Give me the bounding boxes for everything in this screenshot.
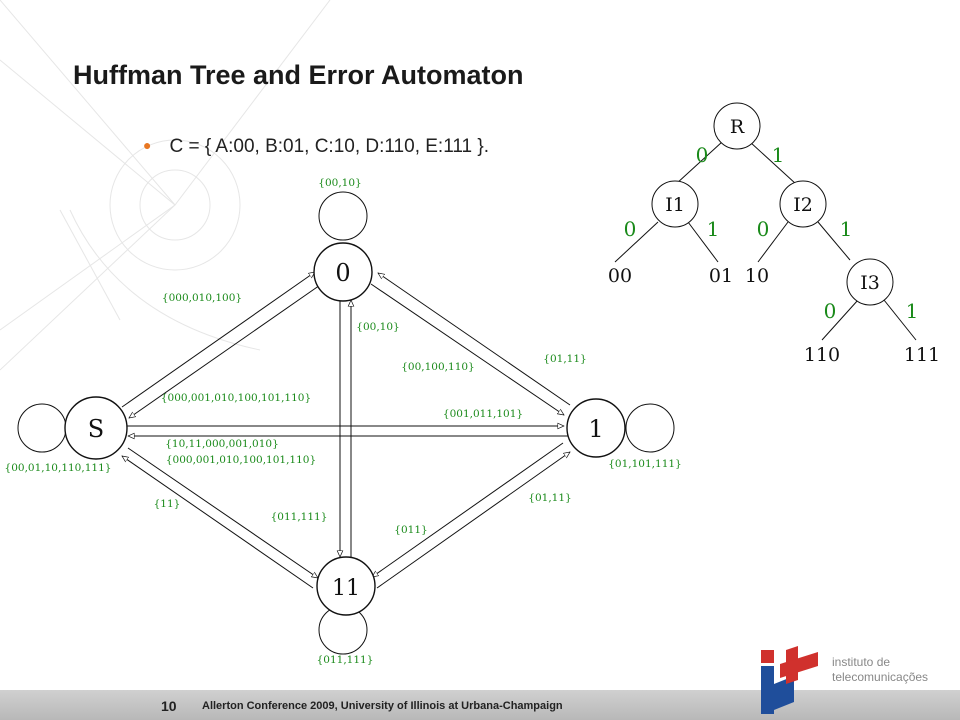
footer-bar [0,690,960,720]
branch-bit: 1 [906,299,919,323]
edge-11-to-1 [376,452,570,589]
bullet-text: C = { A:00, B:01, C:10, D:110, E:111 }. [169,136,489,157]
it-logo-icon [761,646,818,714]
edge-label: {00,01,10,110,111} [5,462,112,474]
tree-edge [687,221,719,263]
self-loop-S [17,403,67,453]
tree-node-R [713,102,761,150]
edge-0-to-S [129,282,324,418]
edge-label: {10,11,000,001,010} [165,438,279,450]
tree-edge [749,141,797,185]
tree-edge [614,221,659,263]
self-loop-0 [318,191,368,241]
state-1 [566,398,626,458]
huffman-tree [614,102,917,341]
code-definition-bullet: ● C = { A:00, B:01, C:10, D:110, E:111 }. [143,136,489,158]
tree-edge [757,221,789,263]
edge-label: {01,101,111} [608,458,681,470]
self-loop-1 [625,403,675,453]
edge-label: {00,10} [318,177,361,189]
tree-node-label: I2 [793,194,813,216]
tree-node-I2 [779,180,827,228]
tree-node-label: R [730,116,745,138]
page-number: 10 [161,698,177,714]
branch-bit: 1 [840,217,853,241]
edge-0-to-1 [370,283,564,415]
edge-1-to-11 [372,442,564,577]
edge-label: {11} [154,498,181,510]
tree-leaf: 10 [745,265,769,287]
state-label: 1 [588,415,603,443]
state-label: 0 [335,259,350,287]
edge-label: {011,111} [317,654,374,666]
edge-label: {011,111} [271,511,328,523]
tree-leaf: 110 [804,344,840,366]
tree-leaf: 01 [709,265,733,287]
branch-bit: 1 [772,143,785,167]
edge-label: {000,001,010,100,101,110} [161,392,311,404]
tree-node-label: I1 [665,194,685,216]
state-label: 11 [332,576,360,601]
edge-label: {01,11} [543,353,586,365]
edge-label: {01,11} [528,492,571,504]
logo-text-line2: telecomunicações [832,670,929,684]
edge-S-to-11 [127,447,318,578]
edge-label: {000,010,100} [162,292,242,304]
edge-S-to-0 [121,272,315,408]
logo-text-line1: instituto de [832,655,891,669]
tree-edge [883,299,917,341]
tree-node-label: I3 [860,272,880,294]
branch-bit: 0 [696,143,709,167]
state-S [64,396,128,460]
branch-bit: 1 [707,217,720,241]
tree-node-I1 [651,180,699,228]
branch-bit: 0 [624,217,637,241]
edge-label: {011} [394,524,427,536]
edge-label: {000,001,010,100,101,110} [166,454,316,466]
edge-1-to-0 [378,273,571,406]
edge-label: {00,100,110} [401,361,474,373]
state-0 [313,242,373,302]
tree-leaf: 00 [608,265,632,287]
slide-title: Huffman Tree and Error Automaton [73,60,524,90]
tree-leaf: 111 [904,344,940,366]
branch-bit: 0 [757,217,770,241]
state-label: S [88,415,104,443]
tree-edge [821,299,859,341]
tree-node-I3 [846,258,894,306]
tree-edge [817,221,851,261]
bullet-icon: ● [143,137,152,153]
footer-text: Allerton Conference 2009, University of … [202,700,563,712]
branch-bit: 0 [824,299,837,323]
state-11 [316,556,376,616]
tree-edge [675,141,723,185]
edge-label: {001,011,101} [443,408,523,420]
edge-11-to-S [122,456,314,589]
error-automaton [17,191,675,655]
edge-label: {00,10} [356,321,399,333]
